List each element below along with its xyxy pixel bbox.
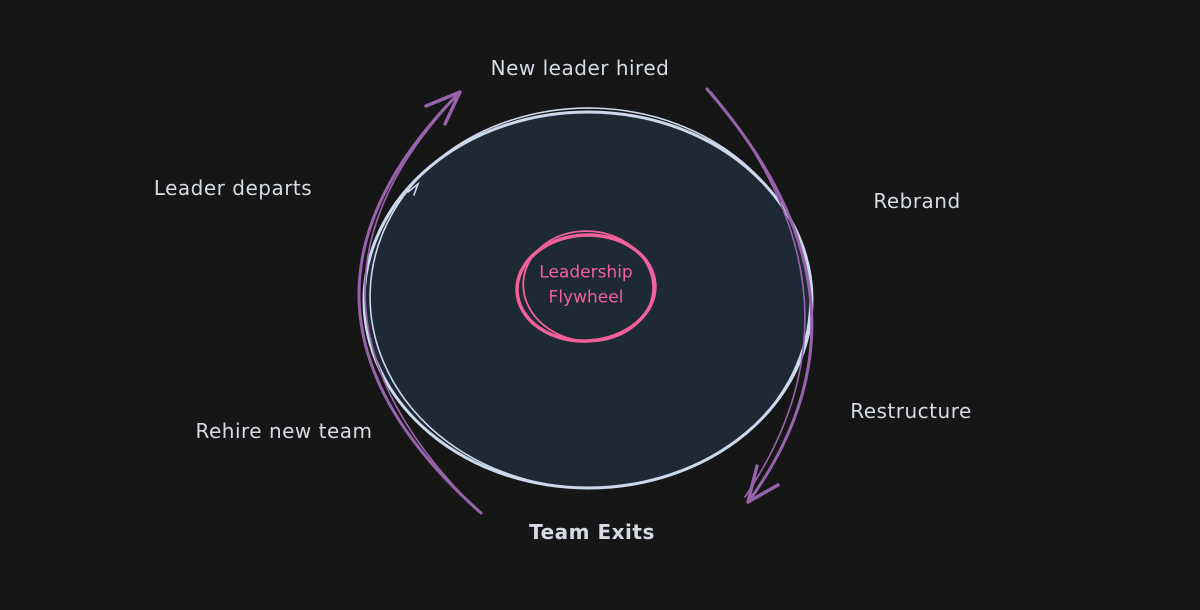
center-title-line2: Flywheel (548, 287, 624, 307)
left-arrow-sketch (364, 96, 478, 511)
label-new-leader-hired: New leader hired (490, 56, 670, 80)
center-title-line1: Leadership (539, 262, 633, 283)
center-title: Leadership Flywheel (539, 260, 632, 309)
left-arrow (357, 90, 483, 515)
label-rebrand: Rebrand (873, 189, 961, 213)
right-arrow-sketch (710, 91, 806, 498)
label-rehire-new-team: Rehire new team (195, 419, 373, 443)
center-circle-sketch (522, 230, 654, 343)
pen-artifact (407, 181, 420, 196)
label-team-exits: Team Exits (529, 520, 655, 544)
label-leader-departs: Leader departs (153, 176, 313, 200)
right-arrowhead-icon (746, 464, 780, 504)
label-restructure: Restructure (850, 399, 972, 423)
left-arrowhead-icon (424, 90, 462, 126)
